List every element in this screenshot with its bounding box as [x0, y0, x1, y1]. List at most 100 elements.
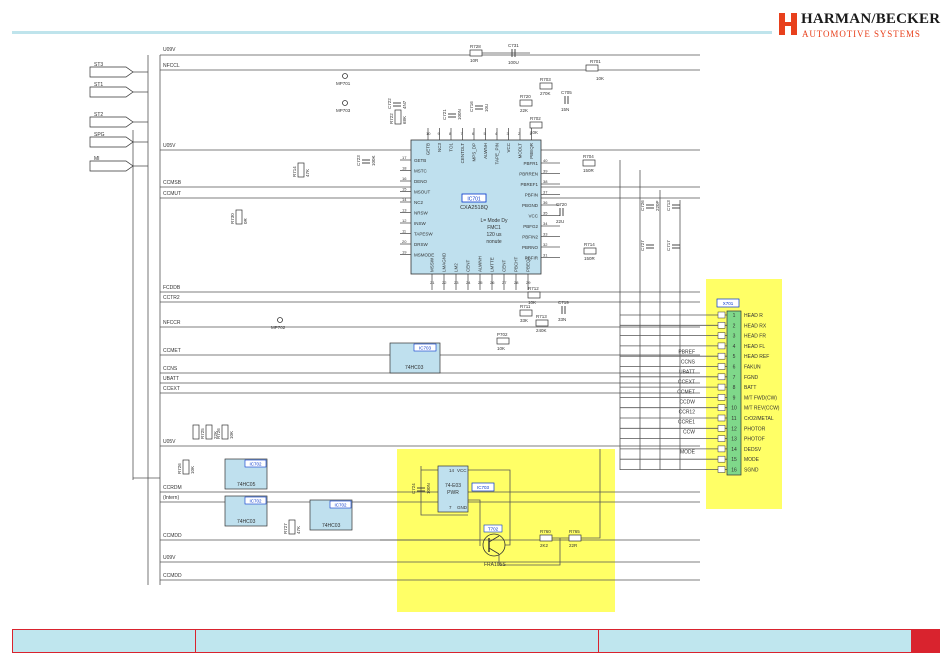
- capacitor-c722-ref: C722: [387, 98, 392, 109]
- resistor-r722-ref: R722: [389, 113, 394, 124]
- resistor-r704-ref: R704: [583, 154, 594, 159]
- ic-pin-num-right: 32: [543, 242, 548, 247]
- right-net-label: CCMET: [677, 390, 695, 396]
- net-port-label-spg: SPG: [94, 132, 105, 138]
- resistor-r727-value: 47K: [296, 526, 301, 534]
- regulator-pin7: 7: [449, 505, 452, 510]
- net-label: U09V: [163, 555, 176, 561]
- resistor-r722-value: 68K: [402, 116, 407, 124]
- connector-ref: X701: [723, 301, 734, 306]
- wire: [468, 469, 511, 546]
- ic-pin-top: PBEQR: [529, 142, 534, 159]
- resistor-r711-ref: R711: [520, 304, 531, 309]
- connector-pin-socket: [717, 363, 726, 370]
- main-ic-note-1: L= Mode Dy: [480, 218, 508, 224]
- net-label: NFCCL: [163, 63, 180, 69]
- ic-pin-num-right: 40: [543, 158, 548, 163]
- ic-pin-right: PBRNO: [522, 245, 539, 250]
- resistor-r722: [394, 109, 402, 125]
- right-net-label: CCEXT: [678, 380, 695, 386]
- ic-pin-num-right: 36: [543, 200, 548, 205]
- harman-becker-logo: HARMAN/BECKER AUTOMOTIVE SYSTEMS: [779, 10, 949, 40]
- ic-pin-num-right: 35: [543, 211, 548, 216]
- ic-pin-num-top: 4: [495, 131, 498, 136]
- resistor-r713-ref: R713: [536, 314, 547, 319]
- resistor-r726b-ref: R726: [177, 463, 182, 474]
- connector-pin-num: 12: [731, 426, 737, 432]
- main-ic-pins: GETB17MSTC18DENO16MSOUT15NC214NRSW13INSW…: [402, 131, 548, 285]
- ic-pin-num-left: 15: [402, 187, 407, 192]
- resistor-r720-value: 22K: [520, 108, 528, 113]
- resistor-r701-value: 10K: [596, 76, 604, 81]
- resistor-r701: [585, 64, 599, 72]
- connector-pin-num: 10: [731, 406, 737, 412]
- resistor-r726b: [182, 459, 190, 475]
- transistor-ref: T702: [488, 527, 499, 532]
- ic-pin-left: GETB: [414, 158, 426, 163]
- regulator-part: 74-E03: [445, 483, 461, 489]
- inverter-u2-ref-box: [244, 459, 267, 468]
- ic-pin-top: GETB: [426, 143, 431, 155]
- net-label: CCMDD: [163, 573, 182, 579]
- ic-pin-num-top: 5: [484, 131, 487, 136]
- ic-pin-left: DENO: [414, 179, 428, 184]
- connector-pin-label: M/T FWD(CW): [744, 395, 777, 401]
- resistor-r765-ref: R765: [569, 529, 580, 534]
- regulator-ic: IC703 74-E03 PWR VCC GND 14 7: [437, 465, 495, 513]
- ic-pin-left: DRSW: [414, 242, 429, 247]
- net-label: U05V: [163, 143, 176, 149]
- regulator-vcc: VCC: [457, 468, 467, 473]
- header-rule: [12, 31, 772, 34]
- net-label: U05V: [163, 439, 176, 445]
- resistor-r702-ref: R702: [530, 116, 541, 121]
- resistor-r703-value: 270K: [540, 91, 551, 96]
- ic-pin-num-left: 18: [402, 166, 407, 171]
- connector-pin-socket: [717, 394, 726, 401]
- footer-cell-3: [598, 629, 912, 653]
- resistor-r760: [539, 534, 553, 542]
- net-label: CCMUT: [163, 191, 181, 197]
- net-label: CCMSB: [163, 180, 182, 186]
- connector-pin-num: 7: [733, 375, 736, 381]
- transistor-emitter: [488, 547, 500, 555]
- net-label: CCEXT: [163, 386, 180, 392]
- potentiometer-p702-ref: P702: [497, 332, 508, 337]
- ic-pin-num-bottom: 25: [478, 280, 483, 285]
- ic-pin-num-top: 8: [449, 131, 452, 136]
- capacitor-c726-value: 220P: [655, 200, 660, 211]
- connector-pin-socket: [717, 425, 726, 432]
- regulator-ref-box: [471, 482, 495, 492]
- ic-pin-num-left: 11: [402, 229, 407, 234]
- inverter-u4-ref: IC702: [334, 503, 347, 508]
- connector-pin-label: HEAD REF: [744, 354, 769, 360]
- transistor-t702: T702 FRA105S: [482, 524, 506, 568]
- ic-pin-num-bottom: 28: [514, 280, 519, 285]
- ic-pin-bottom: LM2: [454, 263, 459, 272]
- ic-pin-num-top: 10: [426, 131, 431, 136]
- resistor-r726-ref: R726: [216, 428, 221, 439]
- connector-pin-num: 6: [733, 365, 736, 371]
- connector-pin-socket: [717, 383, 726, 391]
- footer-cell-2: [195, 629, 599, 653]
- ic-pin-left: MSMODE: [414, 253, 434, 258]
- transistor-collector: [488, 535, 500, 543]
- regulator-sub: PWR: [447, 490, 459, 496]
- resistor-r726-value: 10K: [229, 431, 234, 439]
- inverter-u4: IC702 74HC03: [309, 499, 353, 531]
- resistor-r714b-value: 150R: [584, 256, 596, 261]
- resistor-r726b-value: 10K: [190, 466, 195, 474]
- ic-pin-num-left: 19: [402, 250, 407, 255]
- capacitor-c705-value: 15N: [561, 107, 569, 112]
- ic-pin-num-right: 38: [543, 179, 548, 184]
- resistor-r726: [221, 424, 229, 440]
- connector-pin-socket: [717, 373, 726, 381]
- net-label: CCMDD: [163, 533, 182, 539]
- net-port-spg: [89, 136, 134, 148]
- net-port-label-st1: ST1: [94, 82, 103, 88]
- power-highlight: [397, 449, 615, 612]
- net-label: U09V: [163, 47, 176, 53]
- net-port-label-st2: ST2: [94, 112, 103, 118]
- ic-pin-top: ALWNH: [483, 143, 488, 159]
- connector-pin-num: 13: [731, 437, 737, 443]
- connector-pin-label: DEDSV: [744, 447, 762, 453]
